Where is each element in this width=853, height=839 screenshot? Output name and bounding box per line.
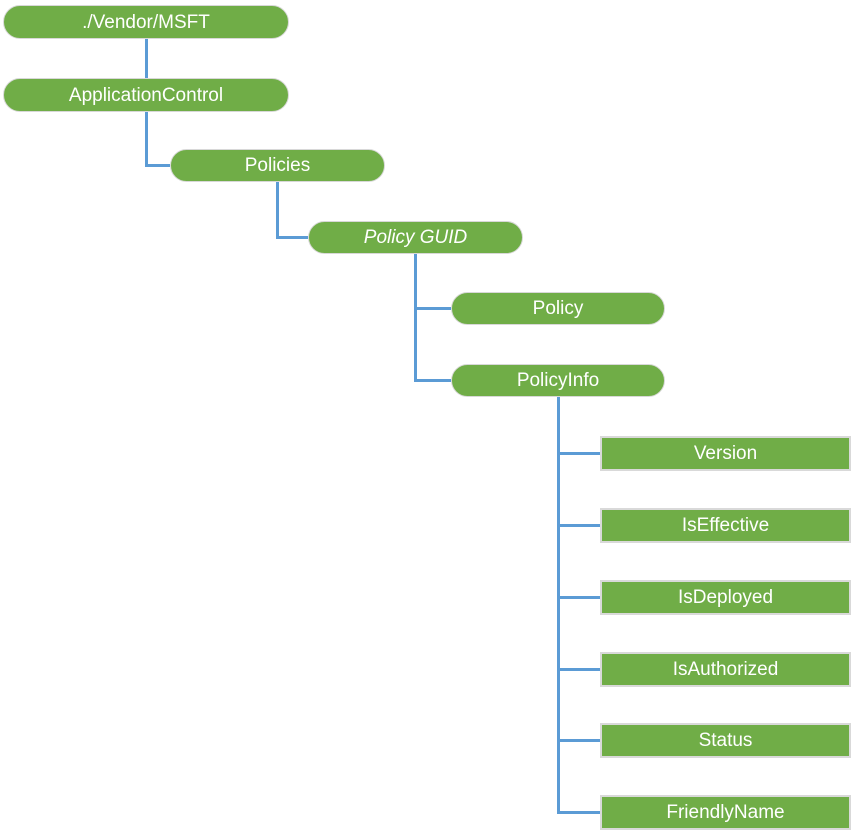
connector-policyinfo-to-friendlyname-horizontal [557, 811, 600, 814]
connector-applicationcontrol-to-policies-horizontal [145, 164, 170, 167]
connector-policyinfo-to-iseffective-horizontal [557, 524, 600, 527]
node-policy-guid: Policy GUID [308, 221, 523, 254]
node-policies: Policies [170, 149, 385, 182]
connector-policyinfo-to-version-horizontal [557, 452, 600, 455]
node-policy: Policy [451, 292, 665, 325]
node-is-deployed: IsDeployed [600, 580, 851, 615]
node-friendly-name: FriendlyName [600, 795, 851, 830]
connector-policyinfo-trunk-vertical [557, 396, 560, 814]
node-vendor-msft: ./Vendor/MSFT [3, 5, 289, 39]
connector-policyinfo-to-isauthorized-horizontal [557, 668, 600, 671]
connector-policyguid-to-policy-horizontal [414, 307, 451, 310]
node-status: Status [600, 723, 851, 758]
node-is-authorized: IsAuthorized [600, 652, 851, 687]
connector-policies-to-policyguid-vertical [276, 181, 279, 239]
connector-policies-to-policyguid-horizontal [276, 236, 308, 239]
connector-policyinfo-to-status-horizontal [557, 739, 600, 742]
node-application-control: ApplicationControl [3, 78, 289, 112]
connector-policyinfo-to-isdeployed-horizontal [557, 596, 600, 599]
connector-applicationcontrol-to-policies-vertical [145, 111, 148, 167]
node-policy-info: PolicyInfo [451, 364, 665, 397]
connector-vendor-to-applicationcontrol [145, 39, 148, 79]
node-is-effective: IsEffective [600, 508, 851, 543]
connector-policyguid-to-policyinfo-horizontal [414, 379, 451, 382]
connector-policyguid-trunk-vertical [414, 253, 417, 382]
node-version: Version [600, 436, 851, 471]
